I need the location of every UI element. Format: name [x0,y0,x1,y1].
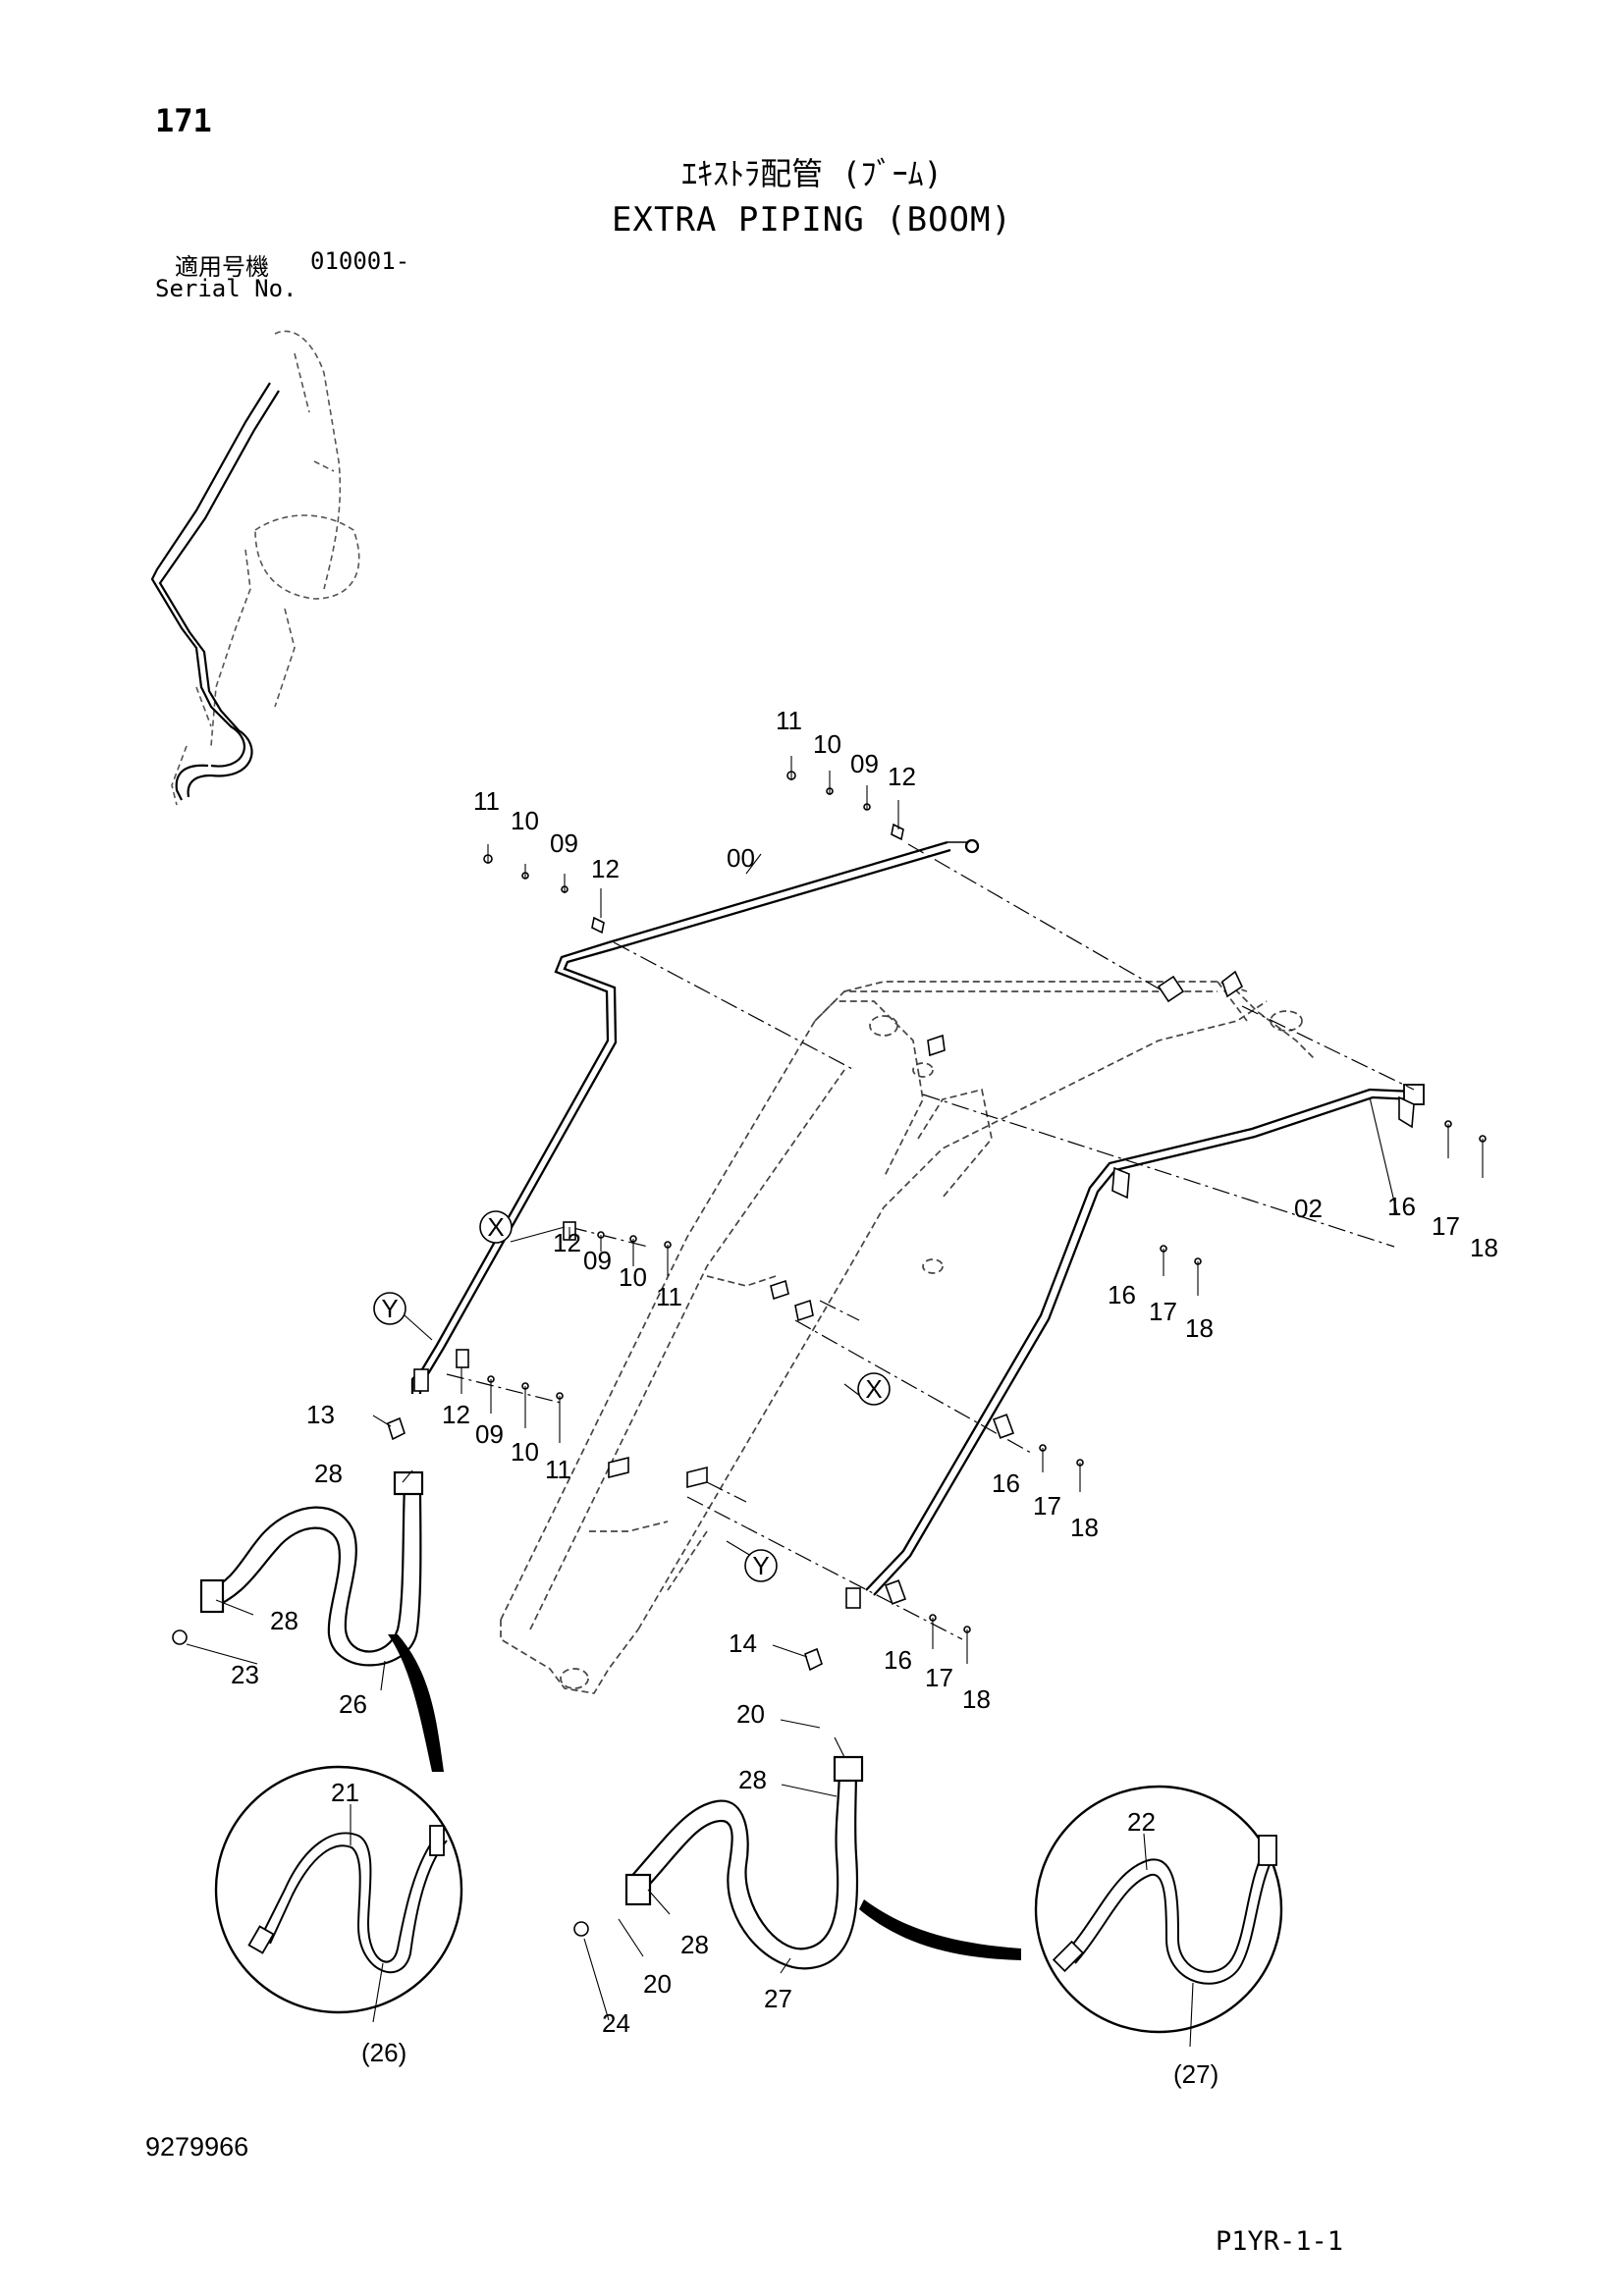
hardware [172,771,1487,1937]
title-japanese: ｴｷｽﾄﾗ配管 (ﾌﾞｰﾑ) [681,155,943,192]
callout: 10 [511,1437,539,1467]
detail-pointer-27 [859,1899,1021,1960]
serial-label-japanese: 適用号機 [175,253,269,281]
callout: 23 [231,1660,259,1689]
callout: 16 [1108,1280,1136,1309]
callout: 09 [550,828,578,858]
callout: 13 [306,1400,335,1429]
detail-pointer-26 [388,1634,444,1772]
boom-structure [500,981,1317,1694]
assembly-centre-lines [446,843,1415,1640]
callout: (27) [1173,2059,1218,2089]
callout: 28 [738,1765,767,1794]
callout: 20 [736,1699,765,1729]
serial-label-english: Serial No. [155,275,298,302]
callout: 17 [1033,1491,1061,1521]
callout: 09 [583,1246,612,1275]
callout: 28 [270,1606,298,1635]
callout: 20 [643,1969,672,1999]
callout: 09 [475,1419,504,1449]
callout: 17 [925,1663,953,1692]
view-marker-y-upper: Y [381,1294,398,1323]
callout: 12 [553,1228,581,1257]
callout: 16 [1387,1192,1416,1221]
callout: (26) [361,2038,406,2067]
view-markers: X Y X Y [373,1210,891,1582]
callout: 11 [656,1282,682,1311]
document-number: 9279966 [145,2132,249,2162]
callout: 27 [764,1984,792,2013]
callout-labels: 11 10 09 12 11 10 09 12 00 02 16 17 18 1… [231,706,1498,2089]
overview-machine-drawing [171,330,360,806]
callout: 28 [680,1930,709,1959]
callout: 11 [776,706,802,735]
callout: 18 [1185,1313,1214,1343]
callout: 02 [1294,1194,1323,1223]
hose-26 [199,1470,424,1667]
callout: 18 [1470,1233,1498,1262]
leader-lines [186,756,1484,2048]
page-number: 171 [155,102,212,139]
pipe-02 [865,1084,1425,1596]
callout: 10 [511,806,539,835]
detail-circle-26 [214,1765,463,2014]
view-marker-x-lower: X [865,1374,882,1404]
callout: 10 [619,1262,647,1292]
callout: 24 [602,2008,630,2038]
detail-circle-27 [1034,1785,1283,2034]
callout: 21 [331,1778,359,1807]
view-marker-y-lower: Y [752,1551,769,1580]
callout: 18 [1070,1513,1099,1542]
callout: 12 [442,1400,470,1429]
callout: 26 [339,1689,367,1719]
page-code: P1YR-1-1 [1216,2226,1344,2257]
callout: 22 [1127,1807,1156,1837]
view-marker-x-upper: X [487,1212,504,1242]
callout: 12 [591,854,620,883]
callout: 18 [962,1684,991,1714]
callout: 11 [545,1455,571,1484]
callout: 14 [729,1629,757,1658]
hose-27 [624,1755,864,1970]
callout: 17 [1432,1211,1460,1241]
serial-value: 010001- [310,247,410,275]
callout: 28 [314,1459,343,1488]
callout: 17 [1149,1297,1177,1326]
overview-pipe-path [150,382,280,801]
callout: 09 [850,749,879,778]
callout: 11 [473,786,500,816]
callout: 00 [727,843,755,873]
title-english: EXTRA PIPING (BOOM) [612,200,1012,240]
pipe-00 [410,838,980,1394]
callout: 16 [992,1468,1020,1498]
callout: 16 [884,1645,912,1675]
callout: 12 [888,762,916,791]
callout: 10 [813,729,841,759]
